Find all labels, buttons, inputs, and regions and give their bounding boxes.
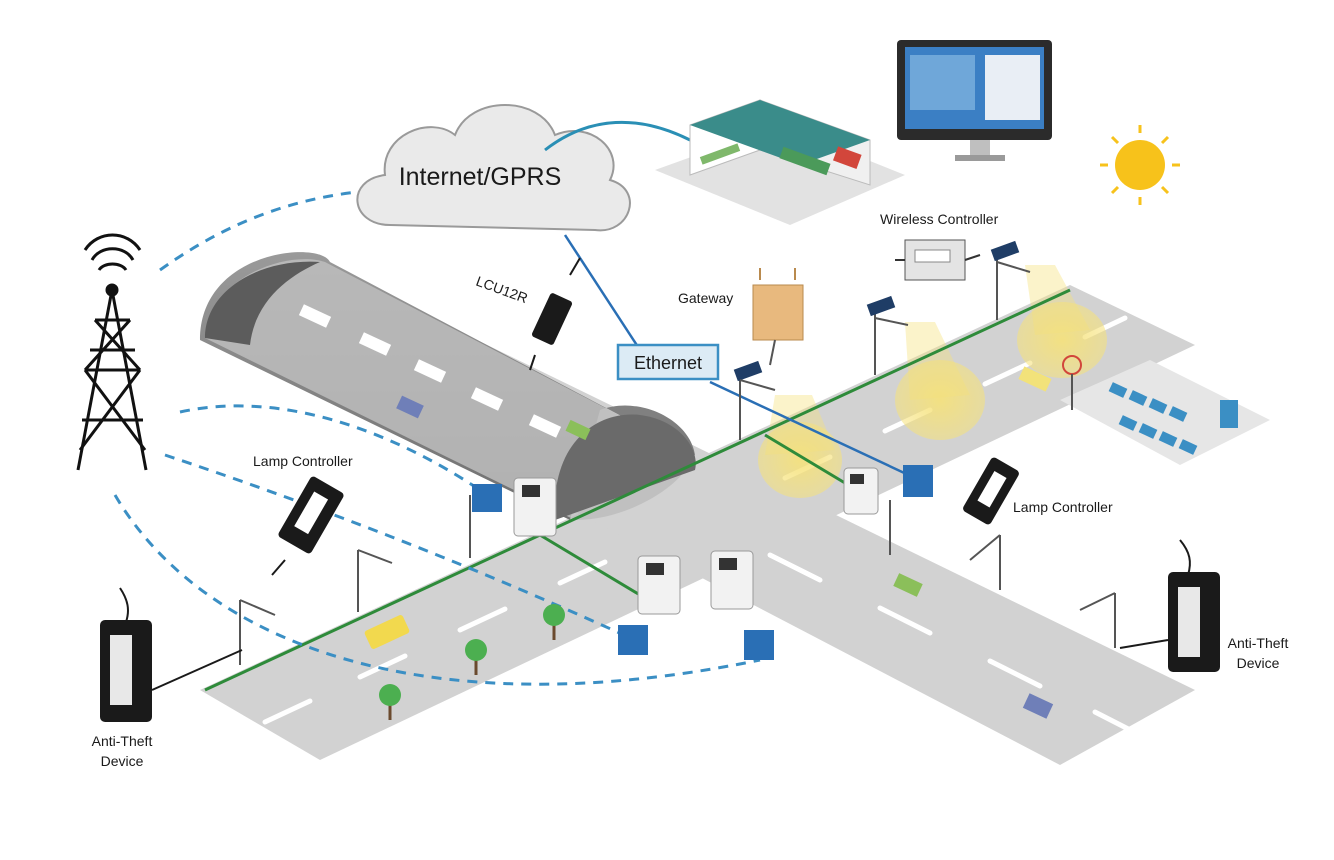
anti-theft-device-icon <box>100 587 243 722</box>
street-lamp-icon <box>866 295 909 375</box>
street-lamp-icon <box>990 240 1031 320</box>
meter-icon <box>637 555 681 615</box>
street-lamp-icon <box>733 360 776 440</box>
sun-icon <box>1100 125 1180 205</box>
street-lamps <box>239 240 1116 665</box>
tree-icon <box>465 639 487 675</box>
lamp-controller-left-label: Lamp Controller <box>253 453 353 469</box>
tree-icon <box>379 684 401 720</box>
gateway-icon <box>752 268 804 366</box>
lcu-controller-icon <box>529 257 581 371</box>
car-icon <box>1018 366 1052 392</box>
gateway-label: Gateway <box>678 290 733 306</box>
battery-icon <box>618 625 648 655</box>
tree-icon <box>543 604 565 640</box>
ethernet-links <box>563 234 916 480</box>
anti-theft-left-label-1: Anti-Theft <box>92 733 153 749</box>
street-lamp-icon <box>969 534 1001 590</box>
lamp-controller-icon <box>963 457 1019 525</box>
wireless-links <box>113 188 761 686</box>
meter-icon <box>710 550 754 610</box>
car-icon <box>396 395 424 419</box>
tunnel <box>200 252 696 520</box>
cloud-building-link <box>544 120 691 152</box>
monitor-icon <box>897 40 1052 161</box>
street-lamp-icon <box>239 599 276 665</box>
car-icon <box>893 573 923 597</box>
cell-tower-icon <box>76 233 148 471</box>
lane-markings <box>262 315 1143 738</box>
lamp-controller-right-label: Lamp Controller <box>1013 499 1113 515</box>
cloud-icon: Internet/GPRS <box>356 104 631 232</box>
battery-icon <box>903 465 933 497</box>
wireless-controller-label: Wireless Controller <box>880 211 999 227</box>
parking-lot-icon <box>1060 355 1270 465</box>
anti-theft-device-icon <box>1119 539 1220 672</box>
meter-icon <box>843 467 879 515</box>
cloud-label: Internet/GPRS <box>399 163 562 191</box>
building-icon <box>655 99 905 225</box>
lamp-controller-icon <box>271 476 344 576</box>
ethernet-box: Ethernet <box>616 343 720 381</box>
anti-theft-left-label-2: Device <box>101 753 144 769</box>
trees <box>379 604 565 720</box>
batteries <box>472 465 933 660</box>
street-lamp-icon <box>1079 592 1116 648</box>
car-icon <box>565 419 591 441</box>
tunnel-lights <box>298 304 562 438</box>
street-lamp-icon <box>357 549 393 612</box>
battery-icon <box>744 630 774 660</box>
anti-theft-right-label-1: Anti-Theft <box>1228 635 1289 651</box>
meters <box>513 467 879 615</box>
wireless-controller-icon <box>895 239 981 281</box>
lcu-label: LCU12R <box>474 273 530 306</box>
bus-icon <box>364 615 410 649</box>
meter-icon <box>513 477 557 537</box>
battery-icon <box>472 484 502 512</box>
car-icon <box>1022 693 1054 719</box>
anti-theft-right-label-2: Device <box>1237 655 1280 671</box>
ethernet-label: Ethernet <box>634 353 702 373</box>
tunnel-entrance <box>554 414 696 520</box>
